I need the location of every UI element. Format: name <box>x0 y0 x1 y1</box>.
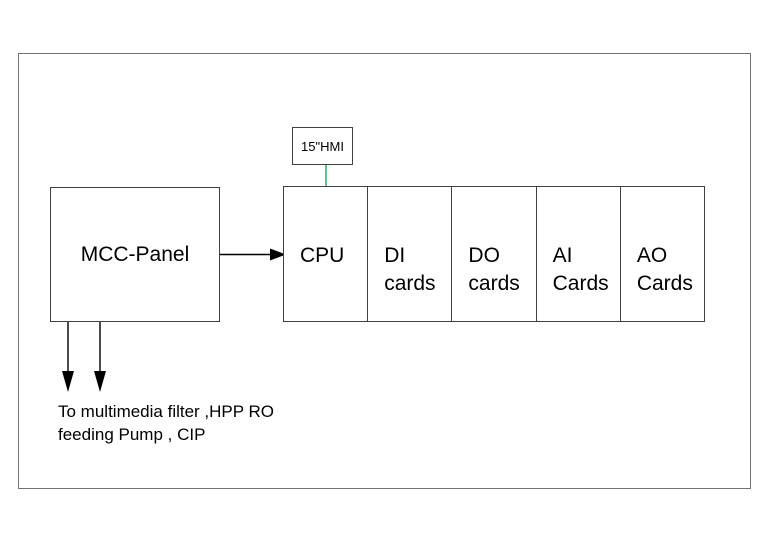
do-cards-card: DO cards <box>451 186 537 322</box>
di-cards-label-line2: cards <box>384 272 436 295</box>
mcc-panel-label: MCC-Panel <box>80 242 190 266</box>
ai-cards-label-line2: Cards <box>552 272 609 295</box>
mcc-note-line1: To multimedia filter ,HPP RO <box>58 402 275 421</box>
ai-cards-card: AI Cards <box>535 186 621 322</box>
hmi-label: 15"HMI <box>301 138 344 154</box>
mcc-note-text: To multimedia filter ,HPP RO feeding Pum… <box>58 400 274 446</box>
ao-cards-card: AO Cards <box>619 186 706 322</box>
mcc-note-line2: feeding Pump , CIP <box>58 425 206 444</box>
cpu-card-label: CPU <box>300 244 345 267</box>
di-cards-card: DI cards <box>367 186 453 322</box>
do-cards-label: DO <box>468 244 500 267</box>
hmi-box: 15"HMI <box>292 127 353 165</box>
cpu-card: CPU <box>283 186 369 322</box>
ai-cards-label: AI <box>552 244 573 267</box>
do-cards-label-line2: cards <box>468 272 520 295</box>
plc-rack: CPU DI cards DO cards AI Cards AO Cards <box>283 186 706 322</box>
di-cards-label: DI <box>384 244 406 267</box>
ao-cards-label-line2: Cards <box>636 272 693 295</box>
mcc-panel-box: MCC-Panel <box>50 187 220 322</box>
outer-frame <box>18 53 751 489</box>
ao-cards-label: AO <box>636 244 668 267</box>
